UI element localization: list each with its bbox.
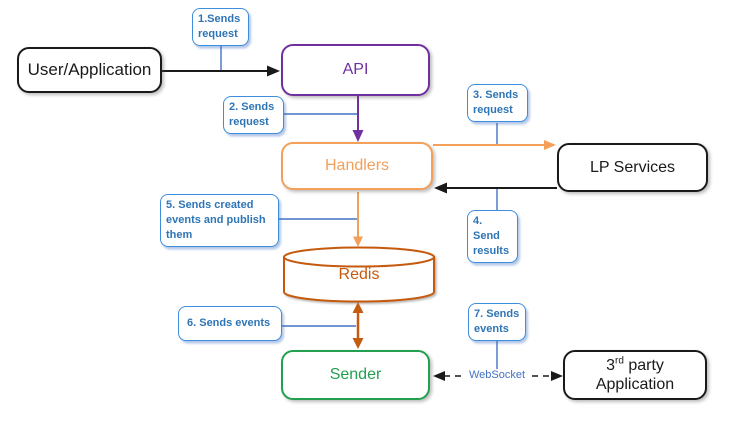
node-third-party-application: 3rd party Application	[563, 350, 707, 400]
node-user-application-label: User/Application	[27, 59, 152, 79]
edge-handlers-to-lp	[433, 140, 556, 150]
callout-2-sends-request: 2. Sends request	[223, 96, 284, 134]
node-sender-label: Sender	[329, 366, 382, 384]
edge-handlers-to-redis	[353, 192, 363, 247]
redis-text: Redis	[338, 266, 380, 283]
node-handlers-label: Handlers	[324, 157, 390, 175]
node-api: API	[281, 44, 430, 96]
node-sender: Sender	[281, 350, 430, 400]
redis-cylinder-shape	[283, 246, 435, 303]
callout-6-sends-events: 6. Sends events	[178, 306, 282, 341]
node-lp-services: LP Services	[557, 143, 708, 192]
node-redis-label: Redis	[284, 260, 434, 290]
edge-api-to-handlers	[352, 96, 364, 142]
callout-1-sends-request: 1.Sends request	[192, 8, 249, 46]
edge-redis-sender-bidirectional	[352, 302, 364, 349]
node-api-label: API	[342, 61, 369, 79]
third-party-ordinal: rd	[614, 355, 624, 367]
edge-user-to-api	[162, 65, 280, 77]
callout-connectors	[220, 45, 498, 372]
callout-4-send-results: 4. Send results	[467, 210, 518, 263]
third-party-suffix: party	[623, 356, 664, 374]
callout-7-sends-events: 7. Sends events	[468, 303, 526, 341]
third-party-number: 3	[606, 356, 615, 374]
node-handlers: Handlers	[281, 142, 433, 190]
node-third-party-label: 3rd party Application	[596, 356, 674, 394]
third-party-line2: Application	[595, 376, 675, 393]
callout-5-sends-created-events: 5. Sends created events and publish them	[160, 194, 279, 247]
edge-sender-thirdparty-websocket	[433, 371, 563, 381]
edge-lp-to-handlers	[434, 182, 557, 194]
callout-3-sends-request: 3. Sends request	[467, 84, 528, 122]
websocket-label: WebSocket	[466, 369, 529, 383]
node-user-application: User/Application	[17, 47, 162, 93]
node-lp-services-label: LP Services	[589, 158, 676, 176]
